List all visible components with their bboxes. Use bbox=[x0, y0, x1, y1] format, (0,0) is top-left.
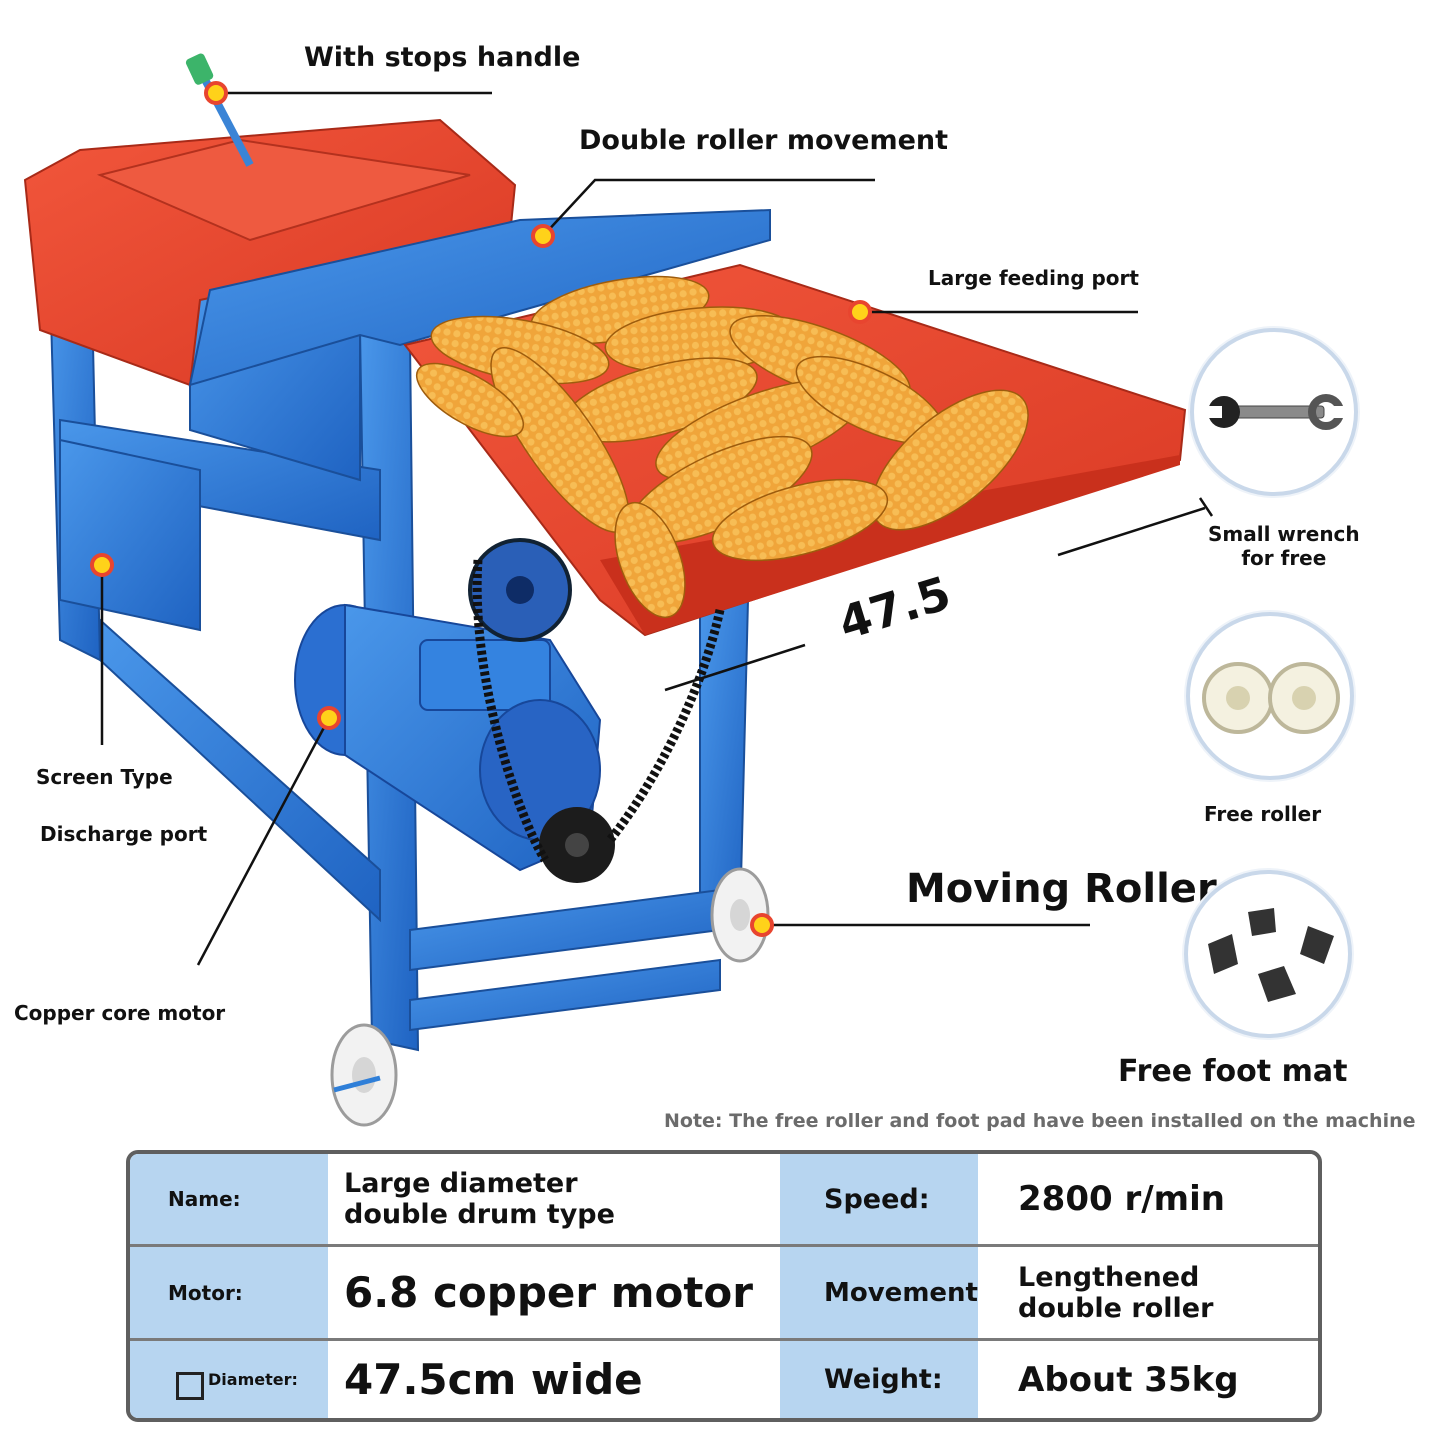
callout-markers bbox=[90, 81, 872, 937]
callout-free-roller: Free roller bbox=[1204, 802, 1322, 826]
motor bbox=[294, 603, 602, 872]
spec-name-label: Name: bbox=[130, 1154, 328, 1247]
spec-movement-label: Movement: bbox=[780, 1247, 988, 1341]
leader-lines bbox=[100, 91, 1214, 966]
spec-speed-value: 2800 r/min bbox=[978, 1154, 1318, 1247]
wheels bbox=[330, 867, 770, 1127]
installation-note: Note: The free roller and foot pad have … bbox=[664, 1110, 1416, 1132]
dimension-label: 47.5 bbox=[832, 566, 956, 651]
callout-wrench: Small wrench for free bbox=[1208, 522, 1360, 570]
spec-speed-label: Speed: bbox=[780, 1154, 978, 1247]
belt-drive bbox=[468, 538, 725, 883]
spec-weight-label: Weight: bbox=[780, 1341, 978, 1418]
callout-moving-roller: Moving Roller bbox=[906, 866, 1217, 912]
spec-diameter-label: Diameter: bbox=[130, 1341, 328, 1418]
spec-motor-label: Motor: bbox=[130, 1247, 328, 1341]
callout-foot-mat: Free foot mat bbox=[1118, 1054, 1348, 1089]
free-roller-thumbnail bbox=[1186, 612, 1354, 780]
machine-frame bbox=[48, 278, 750, 1052]
roller-icon bbox=[1202, 662, 1340, 734]
spec-motor-value: 6.8 copper motor bbox=[328, 1247, 780, 1341]
callout-double-roller: Double roller movement bbox=[579, 125, 949, 156]
wrench-icon bbox=[1208, 394, 1348, 430]
spec-name-value: Large diameter double drum type bbox=[328, 1154, 780, 1247]
spec-weight-value: About 35kg bbox=[978, 1341, 1318, 1418]
red-hood bbox=[23, 118, 517, 387]
callout-feeding-port: Large feeding port bbox=[928, 266, 1139, 290]
callout-motor: Copper core motor bbox=[14, 1001, 226, 1025]
callout-discharge-port: Discharge port bbox=[40, 822, 208, 846]
diameter-icon bbox=[176, 1371, 204, 1400]
spec-movement-value: Lengthened double roller bbox=[978, 1247, 1318, 1341]
callout-stop-handle: With stops handle bbox=[304, 42, 581, 73]
spec-table: Name: Large diameter double drum type Sp… bbox=[126, 1150, 1322, 1422]
callout-screen-type: Screen Type bbox=[36, 765, 173, 789]
spec-diameter-value: 47.5cm wide bbox=[328, 1341, 780, 1418]
corn-pile bbox=[415, 275, 1029, 619]
wrench-thumbnail bbox=[1190, 328, 1358, 496]
foot-mat-icon bbox=[1208, 908, 1334, 1002]
foot-mat-thumbnail bbox=[1184, 870, 1352, 1038]
